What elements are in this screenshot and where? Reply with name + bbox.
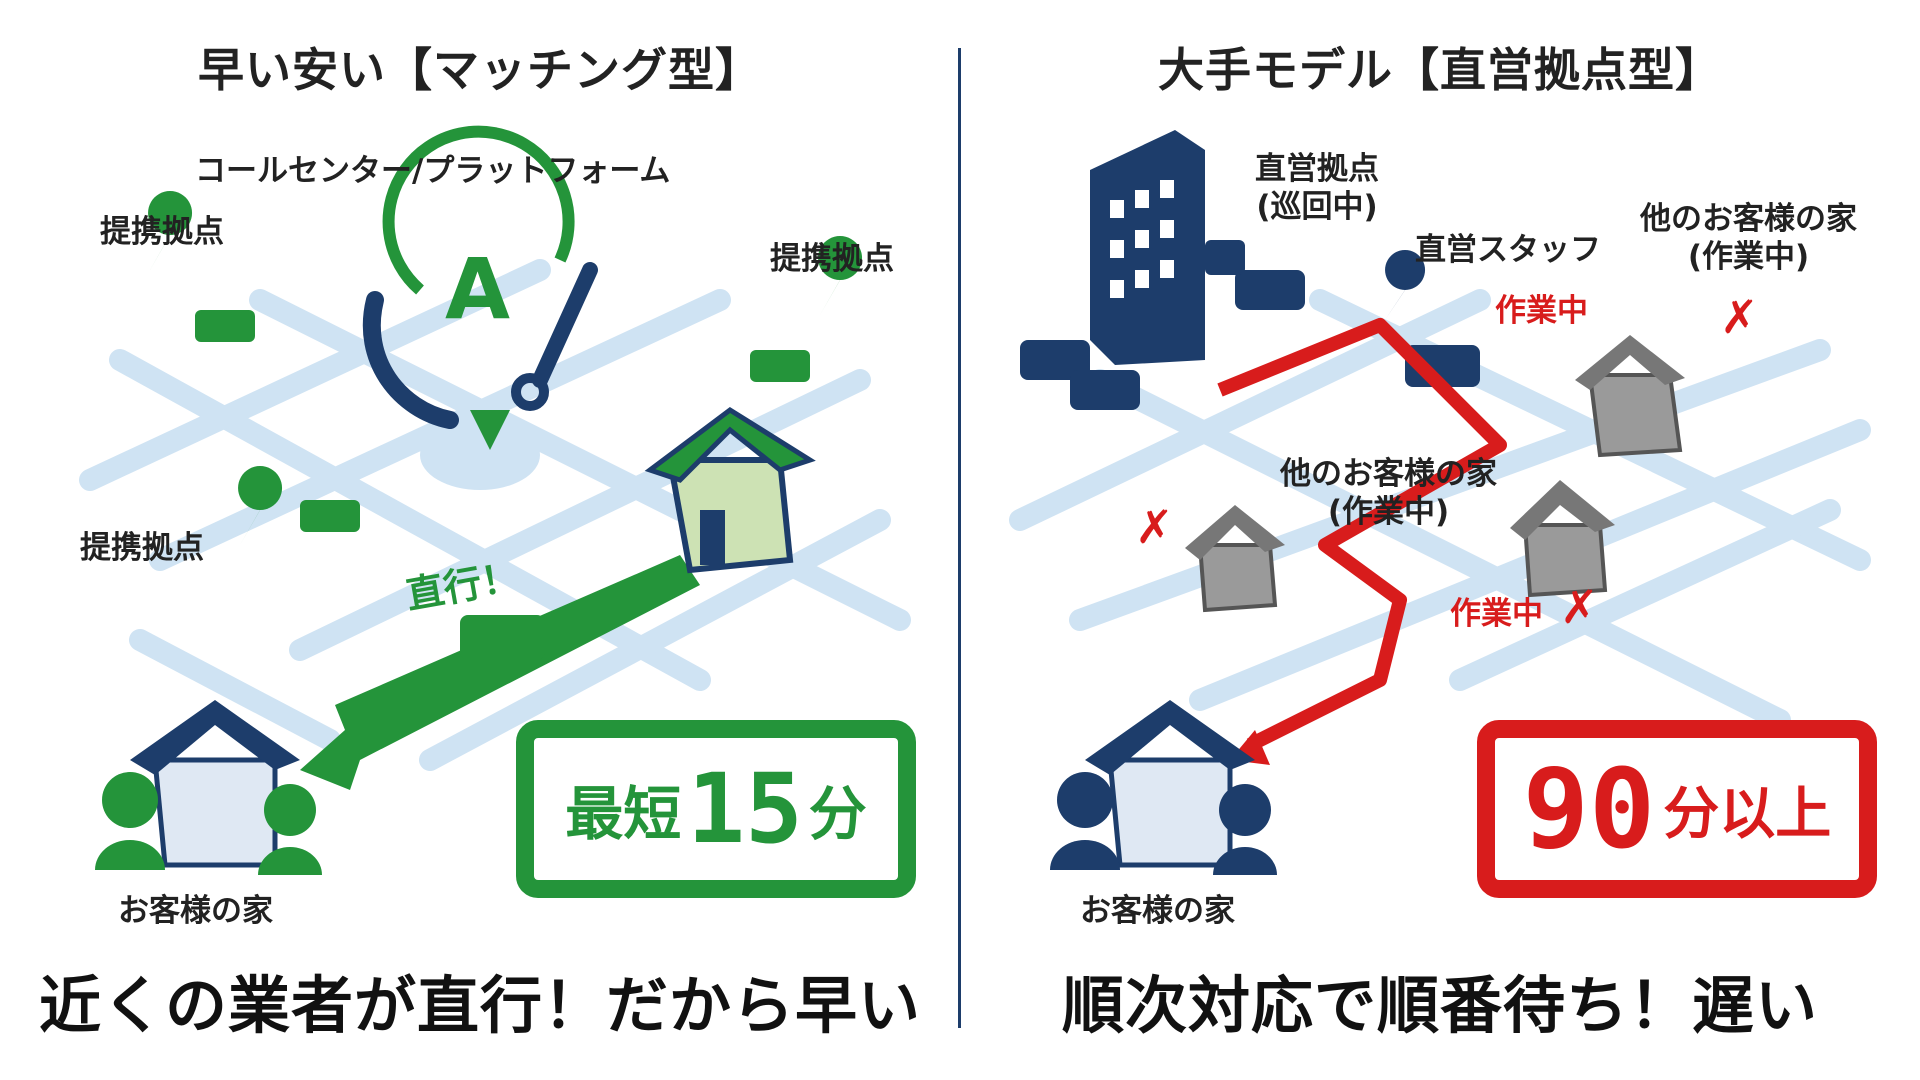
clock-prefix: 最短 (565, 780, 682, 848)
hq-label-text: 直営拠点 (巡回中) (1255, 151, 1379, 225)
sequential-route (1217, 318, 1507, 752)
clock-unit: 分 (808, 780, 867, 848)
customer-house-right (1050, 700, 1277, 875)
right-title: 大手モデル【直営拠点型】 (1158, 43, 1722, 97)
platform-label: コールセンター/プラットフォーム (195, 153, 671, 189)
hq-label: 直営拠点 (巡回中) (1255, 150, 1379, 226)
tools-icon-1: ✗ (1720, 290, 1759, 344)
left-title: 早い安い【マッチング型】 (198, 43, 762, 97)
other-house-roofs (1185, 335, 1685, 560)
clock-fastest: 最短 15 分 (516, 720, 916, 898)
other-home-label-2: 他のお客様の家 (作業中) (1280, 455, 1497, 531)
platform-a-icon: A (445, 240, 511, 338)
platform-hub-circle (420, 420, 540, 490)
home-label-right: お客様の家 (1080, 893, 1235, 929)
partner-label-3: 提携拠点 (80, 530, 204, 566)
partner-vans (195, 310, 810, 660)
other-customer-houses (1197, 373, 1683, 613)
left-caption: 近くの業者が直行！だから早い (38, 969, 921, 1042)
platform-icon (362, 125, 598, 450)
staff-pin (1385, 250, 1426, 320)
partner-house (644, 406, 816, 574)
working-label-staff: 作業中 (1495, 293, 1588, 329)
clock-number-right: 90 (1522, 745, 1656, 873)
other-home-label-1: 他のお客様の家 (作業中) (1640, 200, 1857, 276)
partner-label-1: 提携拠点 (100, 214, 224, 250)
working-label-house: 作業中 (1450, 596, 1543, 632)
right-caption: 順次対応で順番待ち！遅い (1061, 969, 1818, 1042)
direct-model-panel: 大手モデル【直営拠点型】 (960, 0, 1920, 1080)
partner-label-2: 提携拠点 (770, 241, 894, 277)
clock-slowest: 90 分以上 (1477, 720, 1877, 898)
clock-suffix: 分以上 (1663, 781, 1832, 847)
tools-icon-3: ✗ (1560, 580, 1599, 634)
tools-icon-2: ✗ (1135, 500, 1174, 554)
matching-model-panel: 早い安い【マッチング型】 (38, 43, 921, 1042)
staff-label: 直営スタッフ (1415, 232, 1601, 268)
customer-house-left (95, 700, 322, 875)
hq-building (1090, 130, 1205, 365)
other-home-label-2-text: 他のお客様の家 (作業中) (1280, 456, 1497, 530)
direct-route-arrow (300, 555, 700, 790)
direct-map-illustration (1009, 130, 1871, 875)
partner-pins (148, 191, 863, 545)
matching-map-illustration (79, 125, 911, 875)
clock-number: 15 (687, 753, 803, 865)
panel-divider (958, 48, 961, 1028)
other-home-label-1-text: 他のお客様の家 (作業中) (1640, 201, 1857, 275)
hq-vans (1020, 240, 1480, 410)
home-label-left: お客様の家 (118, 893, 273, 929)
